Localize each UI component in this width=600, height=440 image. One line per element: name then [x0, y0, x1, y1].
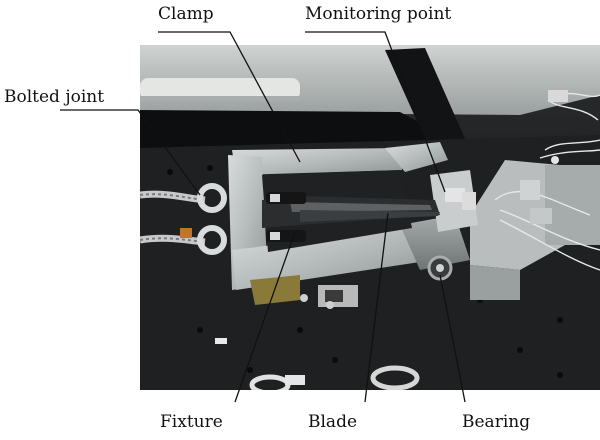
blade — [262, 196, 440, 228]
bearing — [427, 255, 453, 281]
label-bearing: Bearing — [462, 412, 531, 432]
bolted-joint-leader — [60, 109, 201, 196]
label-fixture: Fixture — [160, 412, 223, 432]
monitoring-point-leader — [305, 31, 446, 193]
blade-leader — [364, 212, 389, 403]
fixture-bolts — [266, 192, 306, 242]
label-bolted-joint: Bolted joint — [4, 87, 105, 107]
label-monitoring-point: Monitoring point — [305, 4, 452, 24]
bearing-leader — [439, 274, 466, 403]
fixture-leader — [234, 231, 296, 403]
label-blade: Blade — [308, 412, 358, 432]
bolted-joint — [139, 183, 227, 255]
leader-lines — [60, 31, 466, 403]
loading-device — [470, 90, 600, 300]
label-clamp: Clamp — [158, 4, 214, 24]
clamp-leader — [158, 31, 301, 163]
